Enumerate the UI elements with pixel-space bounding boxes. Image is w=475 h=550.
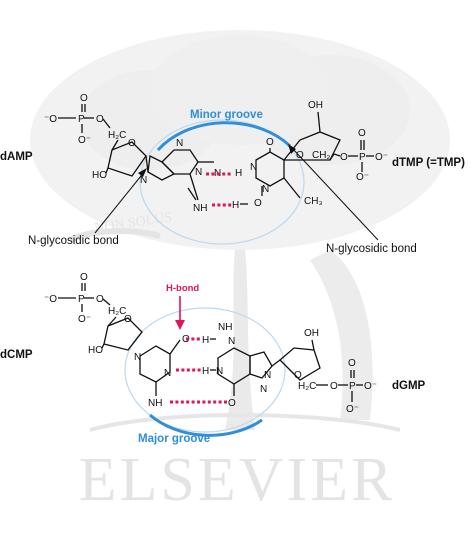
svg-text:O: O xyxy=(128,138,136,149)
svg-text:OH: OH xyxy=(308,100,323,111)
svg-text:H₂C: H₂C xyxy=(298,381,316,392)
svg-text:N: N xyxy=(164,368,171,379)
svg-text:O: O xyxy=(96,294,104,305)
dtmp-structure: H H O N N O CH₃ O OH CH₂ O P O O⁻ O⁻ xyxy=(232,100,388,211)
svg-text:O: O xyxy=(80,93,88,104)
svg-text:O⁻: O⁻ xyxy=(356,172,369,183)
svg-text:P: P xyxy=(78,114,85,125)
svg-text:O⁻: O⁻ xyxy=(364,381,377,392)
svg-text:HO: HO xyxy=(88,345,103,356)
svg-text:O: O xyxy=(228,398,236,409)
svg-text:N: N xyxy=(176,138,183,149)
svg-text:O: O xyxy=(330,381,338,392)
svg-text:O: O xyxy=(294,370,302,381)
glycosidic-bond-label-right: N-glycosidic bond xyxy=(326,243,417,255)
svg-text:CH₃: CH₃ xyxy=(304,196,323,207)
svg-text:N: N xyxy=(262,184,269,195)
major-groove-label: Major groove xyxy=(138,433,210,445)
watermark-wordmark: ELSEVIER xyxy=(79,446,396,514)
watermark-tree xyxy=(30,30,450,432)
svg-text:CH₂: CH₂ xyxy=(312,150,330,161)
glycosidic-arrow-right xyxy=(291,147,379,241)
damp-label: dAMP xyxy=(0,151,33,163)
svg-text:H₂C: H₂C xyxy=(108,130,126,141)
svg-text:H: H xyxy=(202,335,209,346)
svg-text:HO: HO xyxy=(92,170,107,181)
svg-text:O⁻: O⁻ xyxy=(375,152,388,163)
dgmp-structure: H NH H N N O N N O OH H₂C O P O O⁻ O⁻ xyxy=(202,322,377,415)
dtmp-label: dTMP (=TMP) xyxy=(392,157,465,169)
glycosidic-bond-label-left: N-glycosidic bond xyxy=(28,235,119,247)
minor-groove-label: Minor groove xyxy=(190,109,263,121)
svg-text:O: O xyxy=(340,152,348,163)
minor-groove-ellipse xyxy=(139,119,305,245)
hbond-label: H-bond xyxy=(166,283,199,294)
svg-text:NH: NH xyxy=(148,398,162,409)
svg-text:N: N xyxy=(134,352,141,363)
svg-text:N: N xyxy=(195,167,202,178)
svg-text:N: N xyxy=(216,366,223,377)
svg-text:O: O xyxy=(124,314,132,325)
major-groove-ellipse xyxy=(124,307,286,437)
svg-text:O⁻: O⁻ xyxy=(346,404,359,415)
glycosidic-arrow-left xyxy=(94,170,146,234)
svg-text:O: O xyxy=(358,128,366,139)
svg-text:H: H xyxy=(202,366,209,377)
svg-text:NH: NH xyxy=(218,322,232,333)
svg-text:OH: OH xyxy=(304,328,319,339)
svg-text:N: N xyxy=(140,175,147,186)
dcmp-label: dCMP xyxy=(0,349,33,361)
glycosidic-arrowhead-left xyxy=(138,168,147,177)
svg-text:O⁻: O⁻ xyxy=(78,135,91,146)
svg-text:NH: NH xyxy=(193,203,207,214)
svg-text:⁻O: ⁻O xyxy=(44,294,57,305)
svg-text:N: N xyxy=(260,384,267,395)
svg-text:N: N xyxy=(228,336,235,347)
svg-text:P: P xyxy=(78,294,85,305)
svg-text:O: O xyxy=(96,114,104,125)
damp-structure: O ⁻O P O O⁻ H₂C O HO N N N N NH xyxy=(44,93,221,214)
dgmp-label: dGMP xyxy=(392,380,426,392)
svg-text:H: H xyxy=(232,200,239,211)
svg-text:O: O xyxy=(348,358,356,369)
svg-text:O⁻: O⁻ xyxy=(78,314,91,325)
svg-text:O: O xyxy=(254,198,262,209)
svg-text:O: O xyxy=(266,137,274,148)
svg-text:N: N xyxy=(264,370,271,381)
svg-text:⁻O: ⁻O xyxy=(44,114,57,125)
at-hydrogen-bonds xyxy=(206,172,232,207)
svg-text:H: H xyxy=(235,168,242,179)
gc-hydrogen-bonds xyxy=(170,337,228,404)
svg-text:N: N xyxy=(250,162,257,173)
hbond-arrowhead xyxy=(175,320,185,330)
svg-text:O: O xyxy=(296,150,304,161)
svg-text:O: O xyxy=(80,272,88,283)
svg-text:P: P xyxy=(359,152,366,163)
svg-text:P: P xyxy=(349,381,356,392)
svg-text:H₂C: H₂C xyxy=(108,306,126,317)
